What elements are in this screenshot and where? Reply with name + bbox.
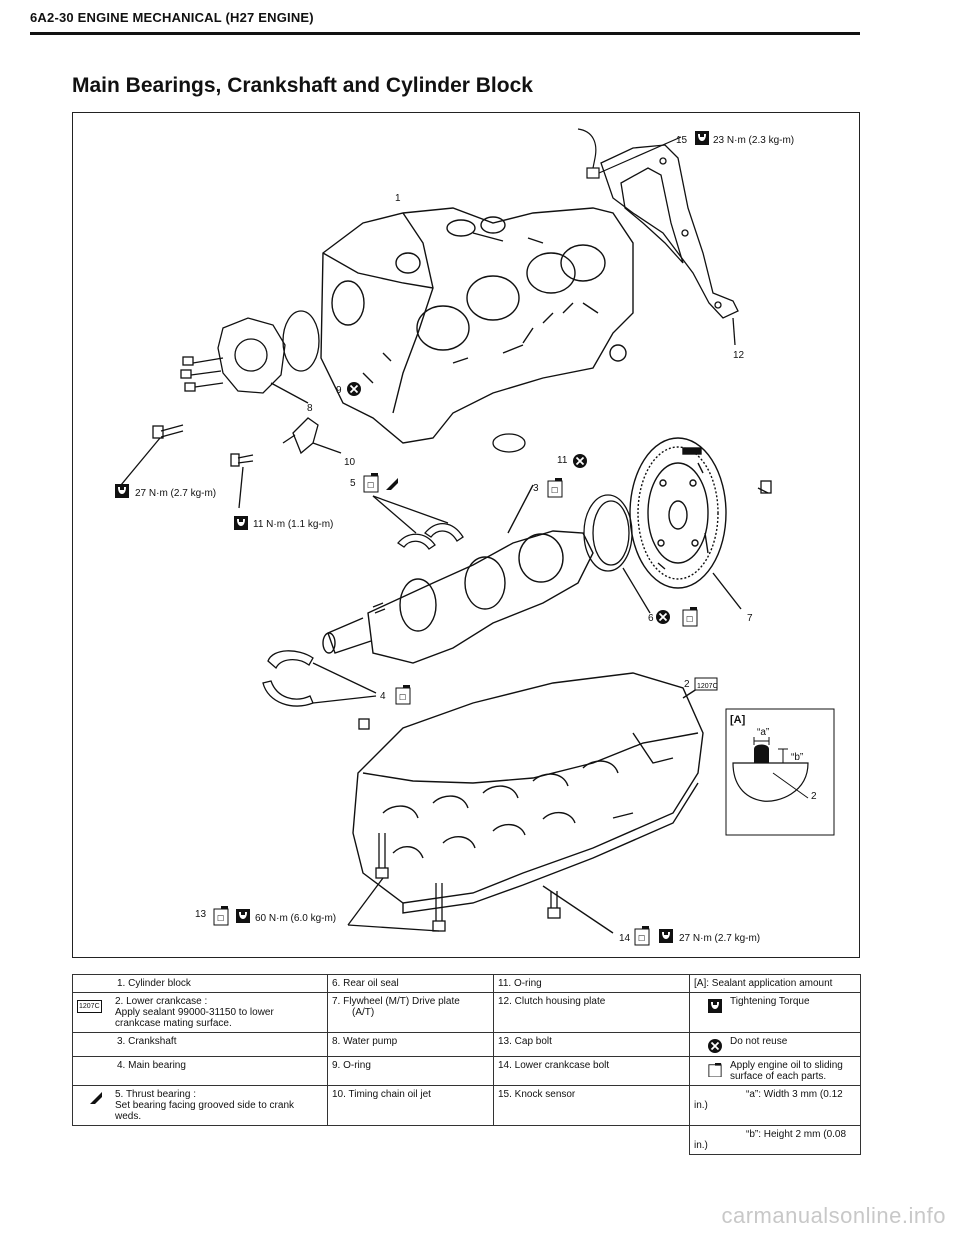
callout-7: 7 <box>747 613 753 624</box>
legend-cell: “b”: Height 2 mm (0.08 in.) <box>689 1125 861 1155</box>
callout-15: 15 <box>676 135 688 146</box>
legend-cell: 1. Cylinder block <box>72 974 328 993</box>
sealant-code-badge: 1207C <box>694 677 718 691</box>
torque-spec-left: 27 N·m (2.7 kg-m) <box>135 488 216 499</box>
oil-icon-5 <box>363 472 379 493</box>
callout-3: 3 <box>533 483 539 494</box>
no-reuse-icon-9 <box>346 381 362 397</box>
legend-cell: 9. O-ring <box>327 1056 494 1086</box>
legend-cell: 6. Rear oil seal <box>327 974 494 993</box>
legend-cell: [A]: Sealant application amount <box>689 974 861 993</box>
main-bearing-drawing <box>262 602 386 730</box>
callout-2: 2 <box>684 679 690 690</box>
no-reuse-icon-6 <box>655 609 671 625</box>
oil-icon-14 <box>634 925 650 946</box>
oil-icon-6 <box>682 606 698 627</box>
torque-icon-13 <box>236 909 250 923</box>
callout-9: 9 <box>336 385 342 396</box>
legend-row: 1. Cylinder block 6. Rear oil seal 11. O… <box>72 974 861 993</box>
torque-spec-13: 60 N·m (6.0 kg-m) <box>255 913 336 924</box>
detail-dim-a: “a” <box>757 727 769 738</box>
oil-icon-4 <box>395 684 411 705</box>
rear-oil-seal-drawing <box>583 494 651 614</box>
legend-cell-empty <box>328 1126 494 1155</box>
knock-sensor-drawing <box>577 128 682 179</box>
callout-13: 13 <box>195 909 207 920</box>
torque-icon-14 <box>659 929 673 943</box>
legend-cell-empty <box>73 1126 328 1155</box>
torque-icon-10 <box>234 516 248 530</box>
o-ring-9-drawing <box>282 310 320 372</box>
legend-cell: 8. Water pump <box>327 1032 494 1057</box>
no-reuse-icon-11 <box>572 453 588 469</box>
torque-spec-14: 27 N·m (2.7 kg-m) <box>679 933 760 944</box>
cap-bolt-drawing <box>347 833 561 932</box>
legend-cell: “a”: Width 3 mm (0.12 in.) <box>689 1085 861 1126</box>
oil-icon-3 <box>547 477 563 498</box>
callout-12: 12 <box>733 350 745 361</box>
legend-cell: Tightening Torque <box>689 992 861 1033</box>
legend-cell: Do not reuse <box>689 1032 861 1057</box>
misc-bolts-drawing <box>120 424 772 509</box>
svg-text:1207C: 1207C <box>697 683 718 690</box>
legend-cell: 7. Flywheel (M/T) Drive plate(A/T) <box>327 992 494 1033</box>
legend-cell: 10. Timing chain oil jet <box>327 1085 494 1126</box>
torque-icon-15 <box>695 131 709 145</box>
exploded-view-drawing: ☐ <box>115 128 835 946</box>
callout-4: 4 <box>380 691 386 702</box>
legend-cell: 4. Main bearing <box>72 1056 328 1086</box>
torque-icon <box>708 999 722 1013</box>
legend-row: 5. Thrust bearing :Set bearing facing gr… <box>72 1085 861 1126</box>
o-ring-11-drawing <box>492 433 526 453</box>
legend-cell-empty <box>493 1125 690 1155</box>
torque-spec-10: 11 N·m (1.1 kg-m) <box>253 519 333 530</box>
thrust-bearing-icon <box>90 1092 102 1104</box>
water-pump-drawing <box>180 317 309 404</box>
sealant-icon: 1207C <box>77 1000 102 1013</box>
page-title: Main Bearings, Crankshaft and Cylinder B… <box>72 74 533 97</box>
legend-row: “b”: Height 2 mm (0.08 in.) <box>73 1125 861 1155</box>
callout-10: 10 <box>344 457 356 468</box>
callout-6: 6 <box>648 613 654 624</box>
oil-icon-13 <box>213 905 229 926</box>
callout-5: 5 <box>350 478 356 489</box>
crankshaft-drawing <box>322 484 594 664</box>
oil-jet-drawing <box>282 417 342 455</box>
legend-table: 1. Cylinder block 6. Rear oil seal 11. O… <box>72 974 861 1155</box>
engine-oil-icon <box>708 1063 722 1077</box>
callout-1: 1 <box>395 193 401 204</box>
callout-11: 11 <box>557 455 568 466</box>
callout-14: 14 <box>619 933 631 944</box>
legend-row: 4. Main bearing 9. O-ring 14. Lower cran… <box>72 1056 861 1086</box>
callout-8: 8 <box>307 403 313 414</box>
legend-cell: 3. Crankshaft <box>72 1032 328 1057</box>
legend-cell: 12. Clutch housing plate <box>493 992 690 1033</box>
site-watermark: carmanualsonline.info <box>721 1203 946 1228</box>
sealant-detail-drawing <box>725 708 835 836</box>
torque-spec-15: 23 N·m (2.3 kg-m) <box>713 135 794 146</box>
flywheel-drawing <box>629 437 742 610</box>
detail-label-a: [A] <box>730 714 746 726</box>
lower-crankcase-drawing <box>352 672 707 934</box>
legend-cell: 11. O-ring <box>493 974 690 993</box>
legend-cell: 15. Knock sensor <box>493 1085 690 1126</box>
header-rule <box>30 32 860 35</box>
exploded-view-figure: ☐ <box>72 112 860 958</box>
legend-cell: 14. Lower crankcase bolt <box>493 1056 690 1086</box>
thrust-bearing-drawing <box>372 495 464 550</box>
legend-cell: 13. Cap bolt <box>493 1032 690 1057</box>
thrust-icon-5 <box>385 477 399 491</box>
cylinder-block-drawing <box>320 207 634 444</box>
detail-dim-b: “b” <box>791 752 803 763</box>
legend-row: 3. Crankshaft 8. Water pump 13. Cap bolt… <box>72 1032 861 1057</box>
clutch-housing-plate-drawing <box>600 144 739 346</box>
no-reuse-icon <box>708 1039 722 1053</box>
torque-icon-left <box>115 484 129 498</box>
page-header: 6A2-30 ENGINE MECHANICAL (H27 ENGINE) <box>30 10 314 25</box>
callout-2-detail: 2 <box>811 791 817 802</box>
legend-cell: 5. Thrust bearing :Set bearing facing gr… <box>72 1085 328 1126</box>
